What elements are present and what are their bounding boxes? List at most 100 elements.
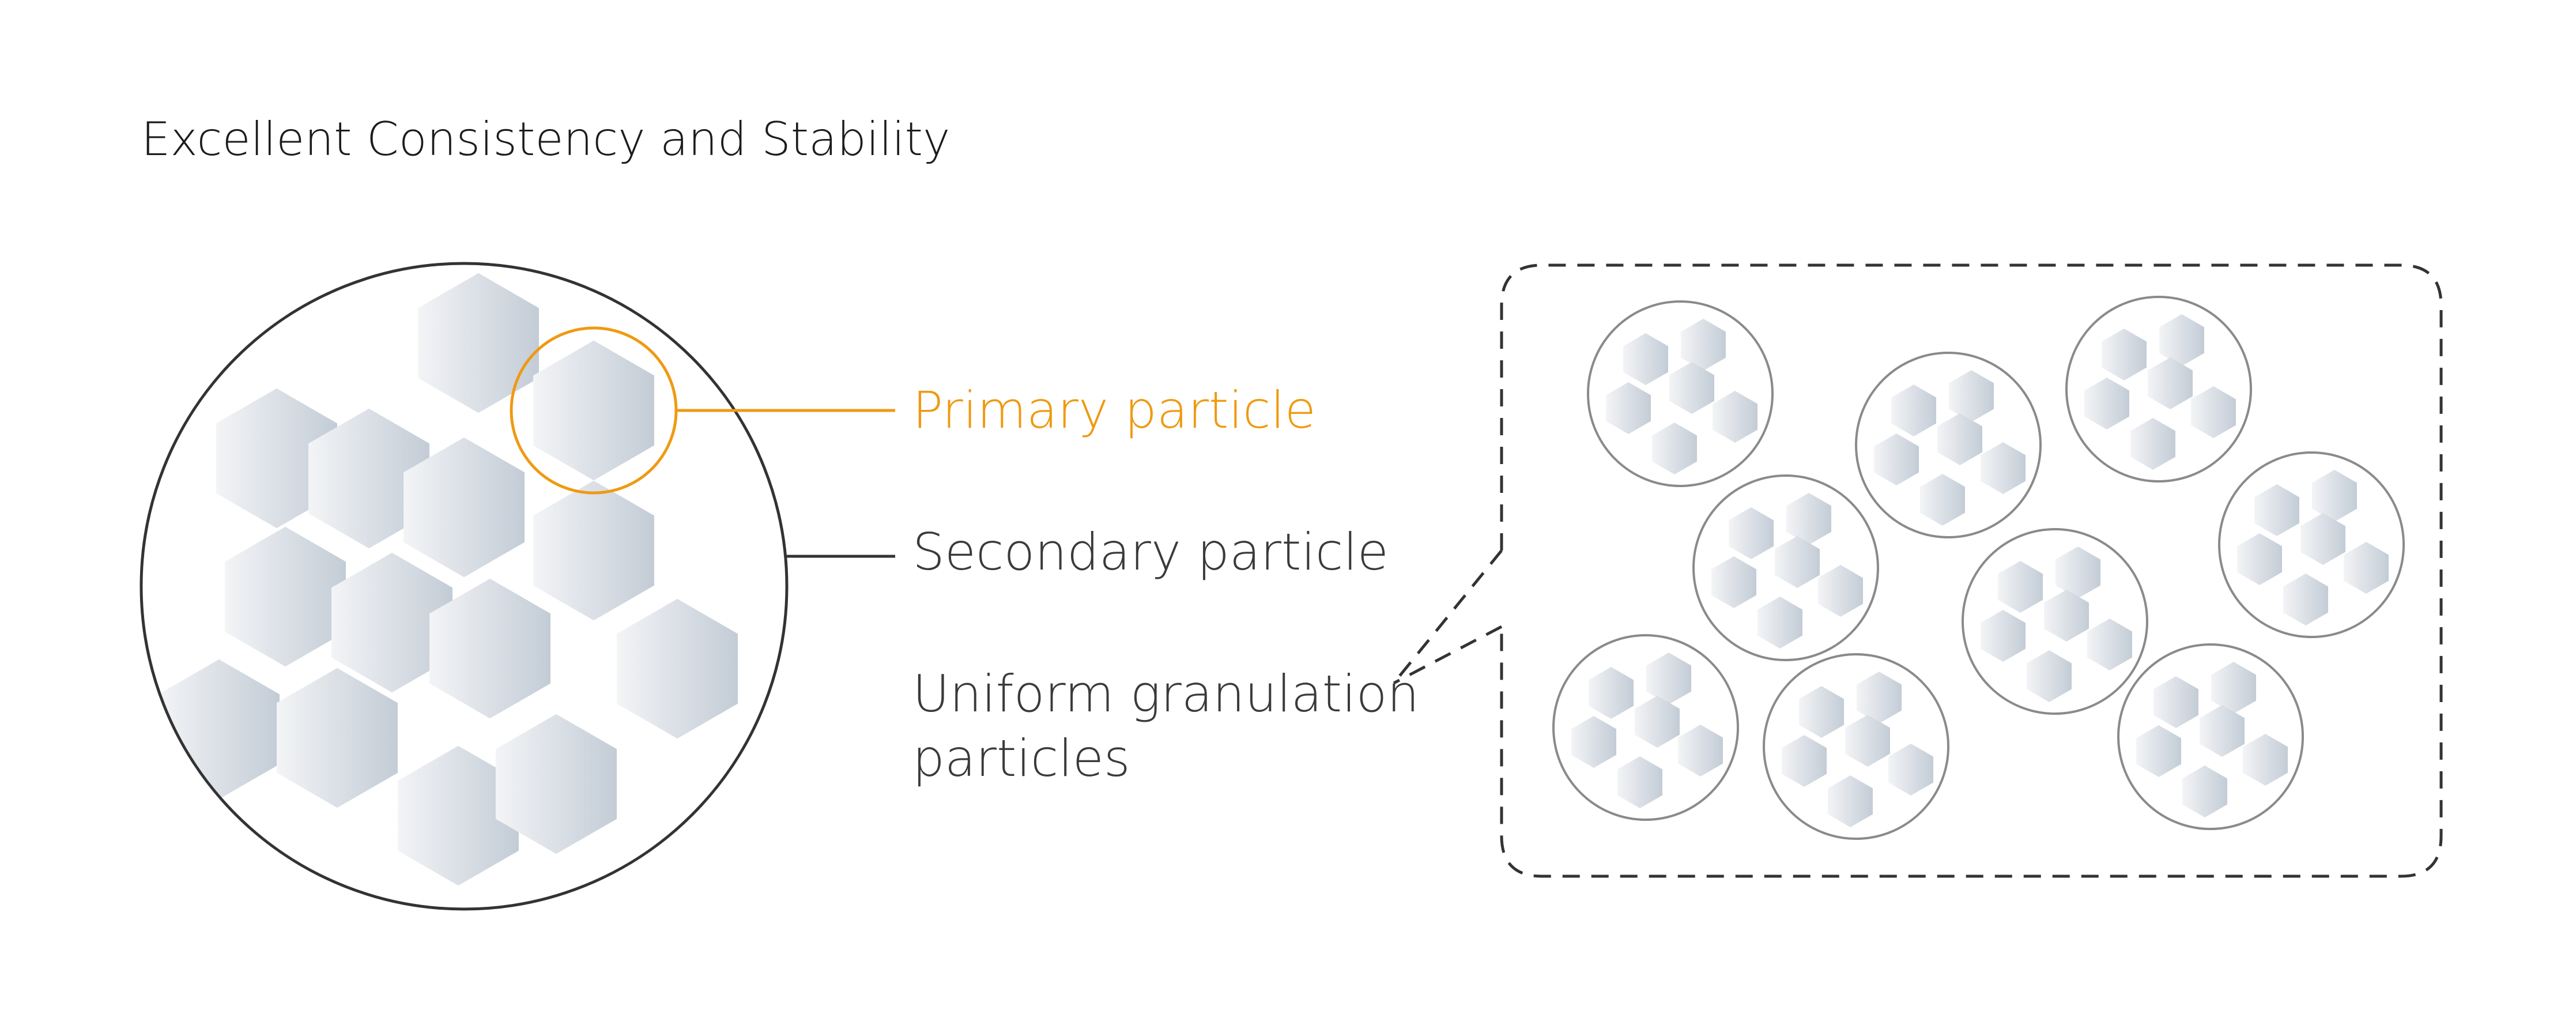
primary-particle-hexagon xyxy=(617,598,738,739)
granulation-hexagon xyxy=(1635,696,1680,748)
granulation-hexagon xyxy=(2211,662,2256,714)
primary-particle-hexagon xyxy=(398,745,519,886)
uniform-granulation-label-line1: Uniform granulation xyxy=(912,664,1420,723)
granulation-particle xyxy=(1692,474,1879,661)
primary-particle-hexagons xyxy=(159,273,738,886)
uniform-particles xyxy=(1552,296,2405,840)
granulation-particle xyxy=(2065,296,2252,483)
diagram-title: Excellent Consistency and Stability xyxy=(141,112,951,166)
granulation-hexagon xyxy=(2027,650,2072,702)
primary-particle-label: Primary particle xyxy=(912,380,1316,440)
uniform-granulation-label: Uniform granulation particles xyxy=(912,662,1419,791)
granulation-hexagon xyxy=(1828,775,1873,827)
granulation-particle-ring xyxy=(1763,653,1949,840)
secondary-particle-circle xyxy=(139,262,789,911)
granulation-hexagon xyxy=(2200,705,2245,757)
granulation-hexagon xyxy=(2243,734,2288,786)
primary-particle-hexagon xyxy=(496,714,617,854)
granulation-hexagon xyxy=(1669,362,1714,414)
primary-particle-highlight xyxy=(510,326,895,495)
granulation-particle-ring xyxy=(1855,352,2042,538)
granulation-hexagon xyxy=(1775,536,1820,588)
granulation-hexagon xyxy=(2055,546,2100,598)
uniform-granulation-label-line2: particles xyxy=(912,729,1130,788)
granulation-hexagon xyxy=(1571,716,1616,768)
primary-particle-hexagon xyxy=(418,273,539,413)
granulation-hexagon xyxy=(2283,574,2328,625)
granulation-hexagon xyxy=(2102,329,2147,380)
granulation-hexagon xyxy=(1623,333,1668,385)
granulation-hexagon xyxy=(1757,597,1802,649)
primary-particle-hexagon xyxy=(308,408,429,549)
granulation-hexagon xyxy=(2159,314,2204,366)
granulation-hexagon xyxy=(1606,382,1651,434)
granulation-particle xyxy=(1587,300,1774,487)
granulation-hexagon xyxy=(1652,423,1697,474)
granulation-hexagon xyxy=(1711,556,1756,608)
granulation-particle xyxy=(2117,643,2304,830)
primary-particle-hexagon xyxy=(429,578,550,719)
granulation-particle xyxy=(1855,352,2042,538)
primary-particle-hexagon xyxy=(403,437,525,578)
granulation-hexagon xyxy=(2237,533,2282,585)
granulation-hexagon xyxy=(1713,391,1757,443)
granulation-particle-ring xyxy=(2065,296,2252,483)
callout-dashed-border xyxy=(1500,263,2443,878)
granulation-particle-ring xyxy=(1587,300,1774,487)
granulation-particle-ring xyxy=(1692,474,1879,661)
granulation-hexagon xyxy=(1818,565,1863,617)
granulation-hexagon xyxy=(1981,442,2026,494)
granulation-hexagon xyxy=(2153,676,2198,728)
granulation-particle xyxy=(1552,634,1739,821)
granulation-hexagon xyxy=(1891,385,1936,436)
granulation-particle xyxy=(2218,451,2405,638)
granulation-hexagon xyxy=(2044,590,2089,642)
granulation-hexagon xyxy=(1874,434,1919,485)
granulation-hexagon xyxy=(2148,357,2193,409)
granulation-hexagon xyxy=(1857,672,1902,723)
granulation-callout xyxy=(1393,263,2443,878)
granulation-hexagon xyxy=(2344,542,2389,594)
granulation-hexagon xyxy=(1949,370,1994,422)
granulation-hexagon xyxy=(1678,725,1723,777)
granulation-hexagon xyxy=(1729,507,1774,559)
granulation-hexagon xyxy=(2312,470,2357,522)
granulation-hexagon xyxy=(1998,561,2043,613)
granulation-hexagon xyxy=(1617,756,1662,808)
granulation-hexagon xyxy=(1786,493,1831,545)
granulation-particle-ring xyxy=(1552,634,1739,821)
granulation-hexagon xyxy=(2084,378,2129,429)
primary-particle-hexagon xyxy=(159,659,280,800)
primary-particle-hexagon xyxy=(277,668,398,808)
granulation-hexagon xyxy=(1589,667,1634,719)
granulation-hexagon xyxy=(1681,319,1726,371)
granulation-particle-ring xyxy=(2218,451,2405,638)
granulation-hexagon xyxy=(1646,653,1691,704)
granulation-hexagon xyxy=(2254,484,2299,536)
granulation-particle xyxy=(1763,653,1949,840)
callout-pointer-lower xyxy=(1393,625,1503,685)
granulation-hexagon xyxy=(2300,513,2345,565)
granulation-hexagon xyxy=(2087,619,2132,670)
granulation-particle-ring xyxy=(1962,528,2148,715)
primary-particle-hexagon xyxy=(533,340,654,481)
granulation-particle-ring xyxy=(2117,643,2304,830)
granulation-hexagon xyxy=(2182,766,2227,817)
primary-particle-hexagon xyxy=(216,388,337,529)
secondary-particle-group xyxy=(139,262,789,911)
granulation-hexagon xyxy=(2136,725,2181,777)
granulation-hexagon xyxy=(2191,386,2236,438)
granulation-particle xyxy=(1962,528,2148,715)
granulation-hexagon xyxy=(1937,413,1982,465)
granulation-hexagon xyxy=(1845,715,1890,767)
granulation-hexagon xyxy=(1799,686,1844,738)
granulation-hexagon xyxy=(1888,744,1933,796)
granulation-hexagon xyxy=(1981,610,2026,662)
primary-particle-hexagon xyxy=(225,526,346,667)
secondary-particle-label: Secondary particle xyxy=(912,522,1389,582)
granulation-hexagon xyxy=(1782,735,1827,787)
granulation-hexagon xyxy=(2130,418,2175,470)
primary-particle-hexagon xyxy=(533,480,654,621)
primary-particle-hexagon xyxy=(331,552,452,693)
